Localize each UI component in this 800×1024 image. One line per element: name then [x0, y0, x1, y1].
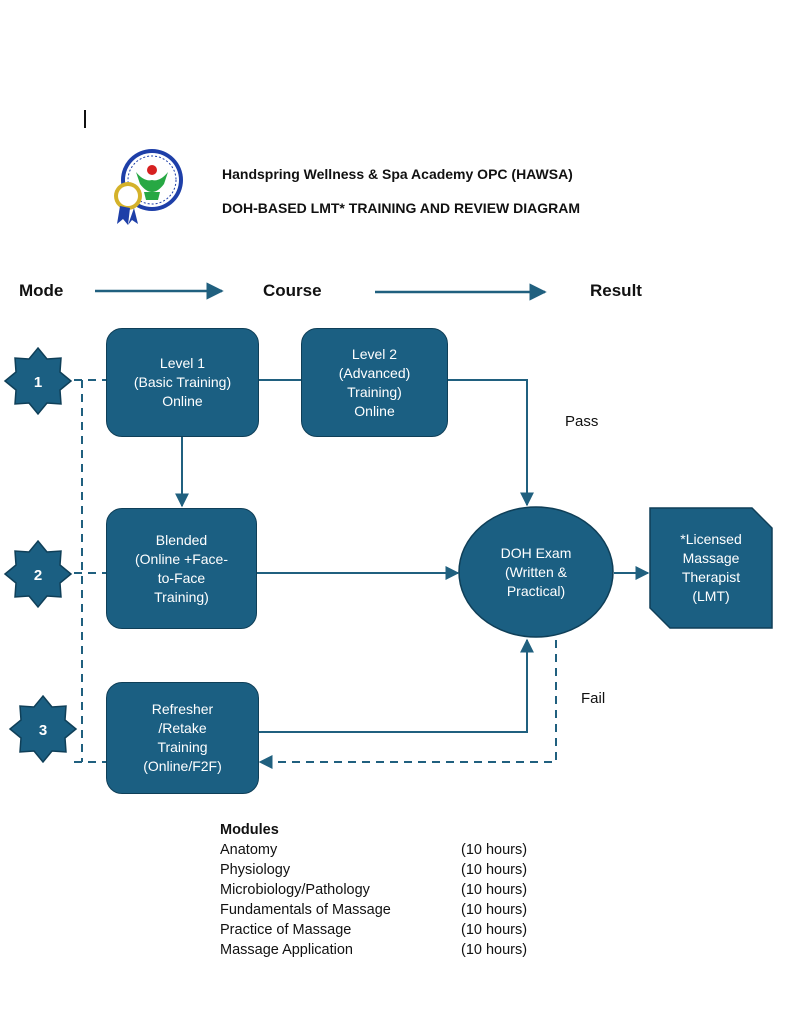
- module-name: Physiology: [220, 862, 291, 878]
- blended-node: Blended (Online +Face- to-Face Training): [106, 508, 257, 629]
- modules-title: Modules: [220, 822, 279, 838]
- mode-2-label: 2: [34, 567, 42, 584]
- mode-star-3: [8, 694, 78, 764]
- module-row: Practice of Massage (10 hours): [220, 920, 527, 940]
- result-column-header: Result: [590, 281, 642, 300]
- pass-label: Pass: [565, 413, 599, 430]
- flow-links: [175, 379, 650, 733]
- module-hours: (10 hours): [461, 902, 528, 918]
- level1-node: Level 1 (Basic Training) Online: [106, 328, 259, 437]
- mode-3-label: 3: [39, 722, 47, 739]
- module-row: Physiology (10 hours): [220, 860, 527, 880]
- refresher-node: Refresher /Retake Training (Online/F2F): [106, 682, 259, 794]
- module-name: Microbiology/Pathology: [220, 882, 370, 898]
- module-name: Fundamentals of Massage: [220, 902, 391, 918]
- org-name: Handspring Wellness & Spa Academy OPC (H…: [222, 166, 573, 182]
- module-hours: (10 hours): [461, 842, 528, 858]
- doh-exam-shape: [458, 506, 614, 638]
- mode-star-2: [3, 539, 73, 609]
- module-row: Fundamentals of Massage (10 hours): [220, 900, 527, 920]
- module-hours: (10 hours): [461, 922, 528, 938]
- module-row: Microbiology/Pathology (10 hours): [220, 880, 527, 900]
- module-row: Anatomy (10 hours): [220, 840, 527, 860]
- mode-column-header: Mode: [19, 281, 64, 300]
- lmt-shape: [649, 507, 773, 629]
- mode-1-label: 1: [34, 374, 42, 391]
- modules-list: Modules Anatomy (10 hours) Physiology (1…: [220, 820, 527, 960]
- fail-return-link: [258, 640, 557, 769]
- module-hours: (10 hours): [461, 882, 528, 898]
- doh-exam-node: DOH Exam (Written & Practical): [500, 544, 572, 599]
- course-column-header: Course: [263, 281, 322, 300]
- mode-star-1: [3, 346, 73, 416]
- lmt-node: *Licensed Massage Therapist (LMT): [680, 531, 742, 604]
- hawsa-logo: [114, 149, 183, 225]
- module-hours: (10 hours): [461, 862, 528, 878]
- diagram-title: DOH-BASED LMT* TRAINING AND REVIEW DIAGR…: [222, 200, 581, 216]
- module-row: Massage Application (10 hours): [220, 940, 527, 960]
- level2-node: Level 2 (Advanced) Training) Online: [301, 328, 448, 437]
- module-name: Anatomy: [220, 842, 278, 858]
- text-cursor: [84, 110, 86, 128]
- fail-label: Fail: [581, 690, 606, 707]
- module-hours: (10 hours): [461, 942, 528, 958]
- mode-dashed-links: [74, 379, 106, 763]
- module-name: Massage Application: [220, 942, 353, 958]
- module-name: Practice of Massage: [220, 922, 352, 938]
